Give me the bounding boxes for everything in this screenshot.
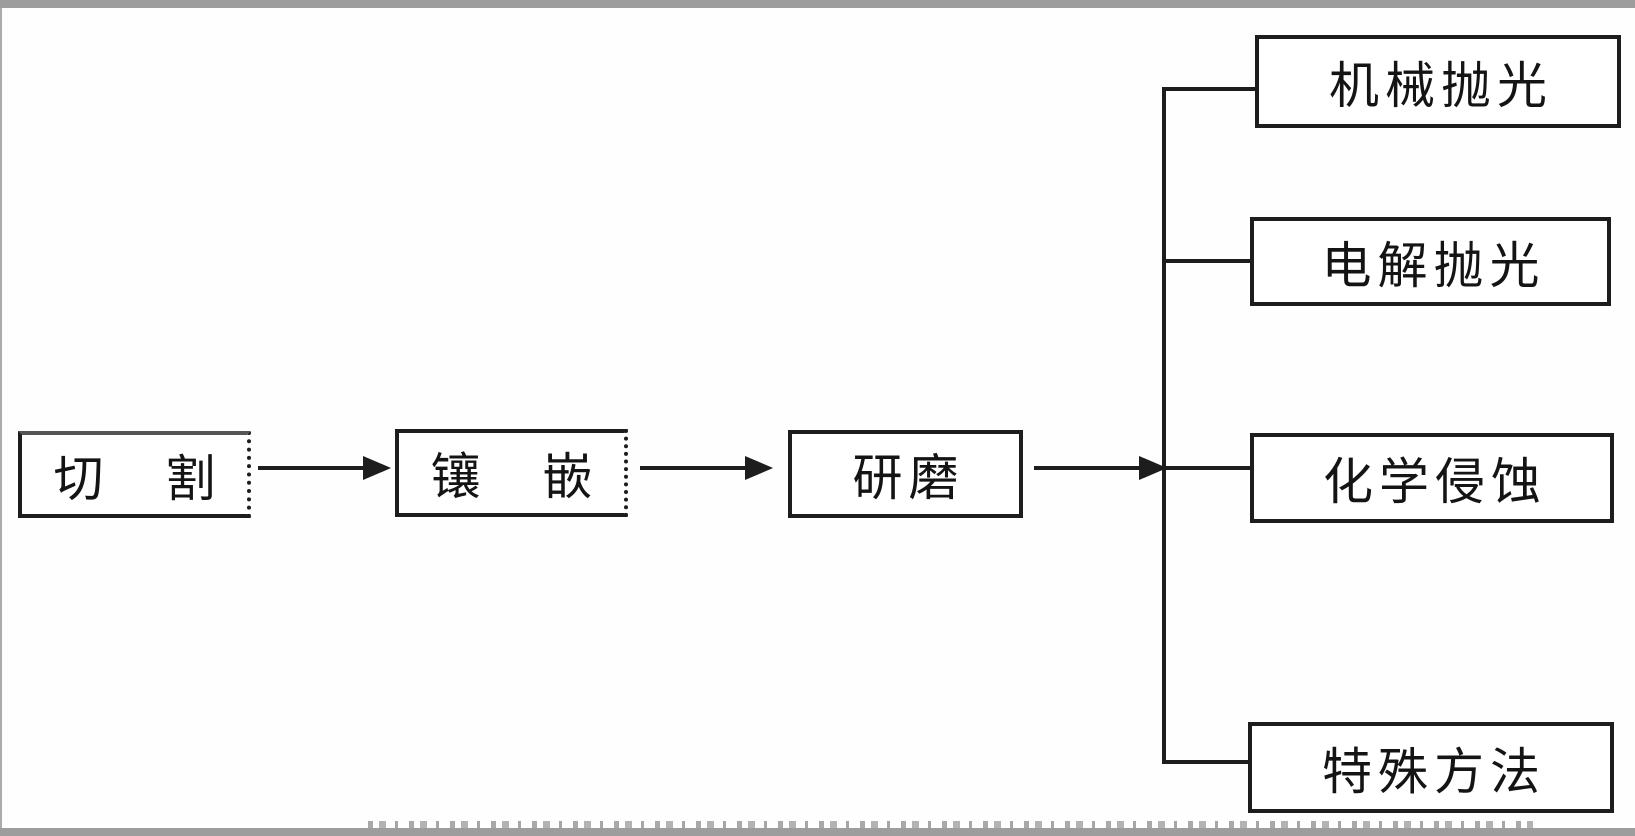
node-cutting: 切 割 [18,431,251,518]
scan-top-bar [0,0,1635,8]
cropped-caption-artifact [368,821,1533,829]
scan-bottom-bar [0,828,1635,836]
node-special-methods: 特殊方法 [1248,722,1614,813]
arrowhead-grinding-to-branches [1139,455,1168,481]
arrowhead-cutting-to-mounting [363,455,392,481]
node-mounting: 镶 嵌 [395,429,628,517]
arrowhead-mounting-to-grinding [745,455,774,481]
scan-left-edge [0,8,2,828]
node-mechanical-polishing: 机械抛光 [1255,35,1621,128]
node-chemical-etching: 化学侵蚀 [1250,433,1614,523]
node-electrolytic-polishing: 电解抛光 [1250,217,1611,306]
node-grinding: 研磨 [788,430,1023,518]
